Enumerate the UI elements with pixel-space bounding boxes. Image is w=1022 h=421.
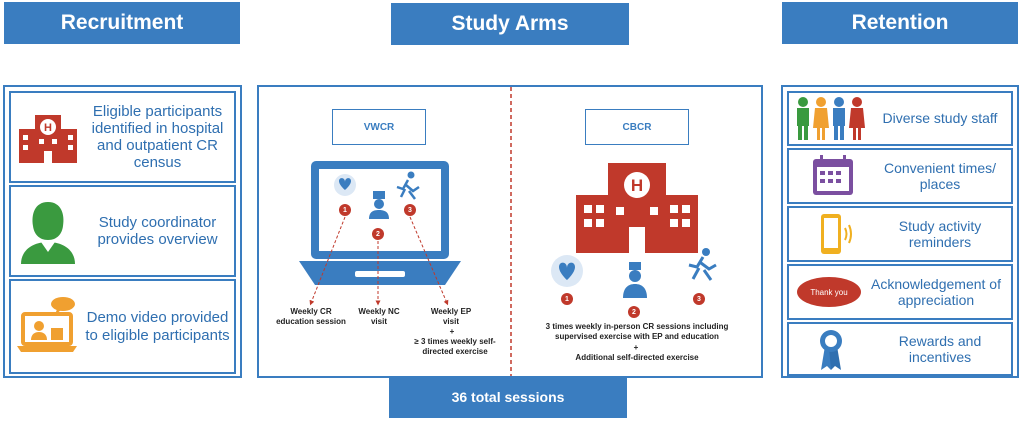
cbcr-runner-icon bbox=[688, 248, 717, 281]
video-laptop-icon bbox=[17, 296, 77, 352]
cbcr-label: CBCR bbox=[585, 109, 689, 145]
retention-panel: Diverse study staff Convenient times/ pl… bbox=[781, 85, 1019, 378]
retention-header: Retention bbox=[782, 2, 1018, 44]
cbcr-plus: + bbox=[633, 343, 639, 352]
svg-text:H: H bbox=[44, 122, 52, 134]
retention-item-rewards: Rewards and incentives bbox=[787, 322, 1013, 376]
recruitment-item-census: H Eligible participants identified in ho… bbox=[9, 91, 236, 183]
retention-item-reminders: Study activity reminders bbox=[787, 206, 1013, 262]
vwcr-extra-label: ≥ 3 times weekly self-directed exercise bbox=[414, 337, 496, 356]
hospital-icon: H bbox=[19, 115, 77, 163]
calendar-icon bbox=[813, 155, 853, 195]
people-icon bbox=[797, 96, 865, 140]
total-sessions-banner: 36 total sessions bbox=[389, 376, 627, 418]
retention-item-times-text: Convenient times/ places bbox=[883, 159, 997, 192]
vwcr-label: VWCR bbox=[332, 109, 426, 145]
recruitment-header: Recruitment bbox=[4, 2, 240, 44]
runner-icon bbox=[396, 171, 420, 200]
retention-item-rewards-text: Rewards and incentives bbox=[898, 332, 982, 365]
ribbon-icon bbox=[820, 330, 842, 370]
study-arms-header: Study Arms bbox=[391, 3, 629, 45]
cbcr-step-2-marker: 2 bbox=[628, 306, 640, 318]
study-arms-panel: VWCR 1 2 3 bbox=[257, 85, 763, 378]
cbcr-heart-icon bbox=[551, 255, 583, 287]
vwcr-step-1-label: Weekly CR education session bbox=[276, 307, 346, 326]
recruitment-item-video: Demo video provided to eligible particip… bbox=[9, 279, 236, 374]
speech-bubble-icon: Thank you bbox=[797, 277, 861, 307]
vwcr-step-3-label: Weekly EP visit bbox=[430, 307, 472, 326]
recruitment-panel: H Eligible participants identified in ho… bbox=[3, 85, 242, 378]
retention-item-staff: Diverse study staff bbox=[787, 91, 1013, 146]
vwcr-step-2-marker: 2 bbox=[372, 228, 384, 240]
vwcr-plus: + bbox=[449, 327, 455, 336]
cbcr-extra-label: Additional self-directed exercise bbox=[575, 353, 699, 362]
vwcr-step-3-marker: 3 bbox=[404, 204, 416, 216]
nurse-icon bbox=[369, 191, 389, 219]
speech-bubble-text: Thank you bbox=[810, 287, 848, 297]
retention-item-times: Convenient times/ places bbox=[787, 148, 1013, 204]
vwcr-step-2-label: Weekly NC visit bbox=[358, 307, 400, 326]
cbcr-step-1-marker: 1 bbox=[561, 293, 573, 305]
retention-item-appreciation: Thank you Acknowledgement of appreciatio… bbox=[787, 264, 1013, 320]
retention-item-staff-text: Diverse study staff bbox=[882, 110, 998, 127]
cbcr-nurse-icon bbox=[623, 262, 647, 298]
vwcr-arrows bbox=[309, 216, 449, 306]
arms-divider bbox=[510, 87, 512, 376]
cbcr-description: 3 times weekly in-person CR sessions inc… bbox=[545, 322, 729, 341]
svg-text:H: H bbox=[631, 176, 643, 195]
recruitment-item-coordinator: Study coordinator provides overview bbox=[9, 185, 236, 277]
retention-item-appreciation-text: Acknowledgement of appreciation bbox=[871, 275, 1001, 308]
recruitment-item-video-text: Demo video provided to eligible particip… bbox=[85, 309, 230, 344]
recruitment-item-census-text: Eligible participants identified in hosp… bbox=[91, 102, 224, 172]
retention-item-reminders-text: Study activity reminders bbox=[898, 217, 982, 250]
phone-icon bbox=[821, 214, 852, 254]
coordinator-icon bbox=[21, 202, 75, 264]
vwcr-step-1-marker: 1 bbox=[339, 204, 351, 216]
cbcr-step-3-marker: 3 bbox=[693, 293, 705, 305]
recruitment-item-coordinator-text: Study coordinator provides overview bbox=[97, 213, 218, 248]
heart-icon bbox=[334, 174, 356, 196]
cbcr-hospital-icon: H bbox=[576, 163, 698, 253]
